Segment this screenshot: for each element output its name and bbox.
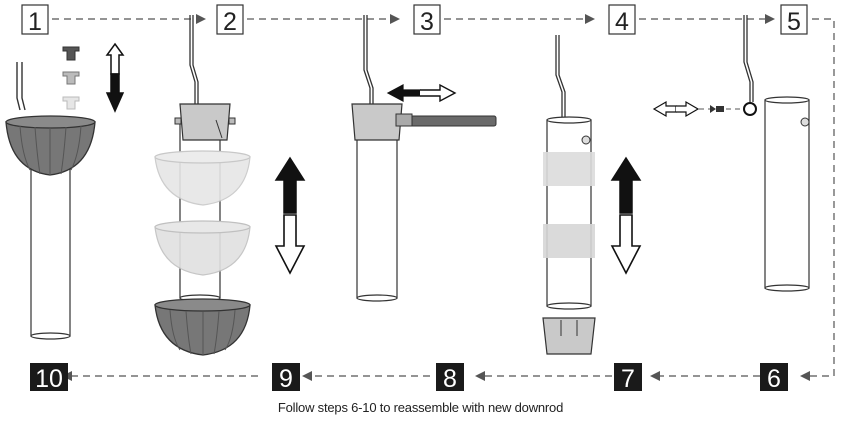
step-box-8: 8 bbox=[436, 363, 464, 393]
step-box-5: 5 bbox=[780, 4, 808, 36]
step-box-9: 9 bbox=[272, 363, 300, 393]
flow-arrowheads bbox=[62, 14, 810, 381]
downrod bbox=[546, 119, 592, 307]
step-4-illustration bbox=[542, 35, 642, 355]
step-2-illustration bbox=[154, 15, 306, 356]
step-5-illustration bbox=[652, 15, 810, 292]
lead-wires bbox=[555, 35, 566, 120]
up-arrow-icon bbox=[105, 42, 125, 75]
step-label-10: 10 bbox=[35, 365, 63, 393]
screw-icon bbox=[62, 46, 80, 61]
screw-icon bbox=[62, 96, 80, 110]
step-label-3: 3 bbox=[420, 8, 434, 36]
down-arrow-icon bbox=[610, 214, 642, 275]
step-box-4: 4 bbox=[608, 4, 636, 36]
downrod bbox=[356, 119, 398, 299]
lead-wires bbox=[363, 15, 374, 104]
down-arrow-icon bbox=[105, 73, 125, 113]
clevis-pin bbox=[409, 115, 497, 127]
step-label-4: 4 bbox=[615, 8, 629, 36]
lead-wires bbox=[189, 15, 199, 104]
step-box-10: 10 bbox=[30, 363, 68, 393]
step-3-illustration bbox=[351, 15, 497, 302]
step-box-6: 6 bbox=[760, 363, 788, 393]
step-box-1: 1 bbox=[21, 4, 49, 36]
collar bbox=[179, 103, 231, 141]
canopy-ghost bbox=[154, 156, 251, 206]
step-box-7: 7 bbox=[614, 363, 642, 393]
step-label-2: 2 bbox=[223, 8, 237, 36]
step-1-illustration bbox=[5, 42, 125, 340]
double-arrow-icon bbox=[386, 84, 421, 102]
ground-ring-icon bbox=[743, 102, 757, 116]
collar bbox=[351, 103, 403, 141]
double-arrow-icon bbox=[652, 100, 677, 118]
lead-wires bbox=[743, 15, 754, 102]
downrod bbox=[764, 99, 810, 289]
step-label-5: 5 bbox=[787, 8, 801, 36]
screw-icon bbox=[62, 71, 80, 85]
down-arrow-icon bbox=[274, 214, 306, 275]
step-label-8: 8 bbox=[443, 365, 457, 393]
step-label-7: 7 bbox=[621, 365, 635, 393]
step-label-9: 9 bbox=[279, 365, 293, 393]
collar bbox=[542, 317, 596, 355]
instruction-caption: Follow steps 6-10 to reassemble with new… bbox=[277, 400, 564, 415]
flow-path bbox=[52, 18, 835, 377]
step-label-6: 6 bbox=[767, 365, 781, 393]
downrod bbox=[30, 147, 71, 337]
step-label-1: 1 bbox=[28, 8, 42, 36]
step-box-2: 2 bbox=[216, 4, 244, 36]
canopy-ghost bbox=[154, 226, 251, 276]
up-arrow-icon bbox=[610, 156, 642, 214]
step-box-3: 3 bbox=[413, 4, 441, 36]
lead-wires bbox=[16, 62, 26, 111]
up-arrow-icon bbox=[274, 156, 306, 214]
screw-icon bbox=[710, 105, 724, 113]
